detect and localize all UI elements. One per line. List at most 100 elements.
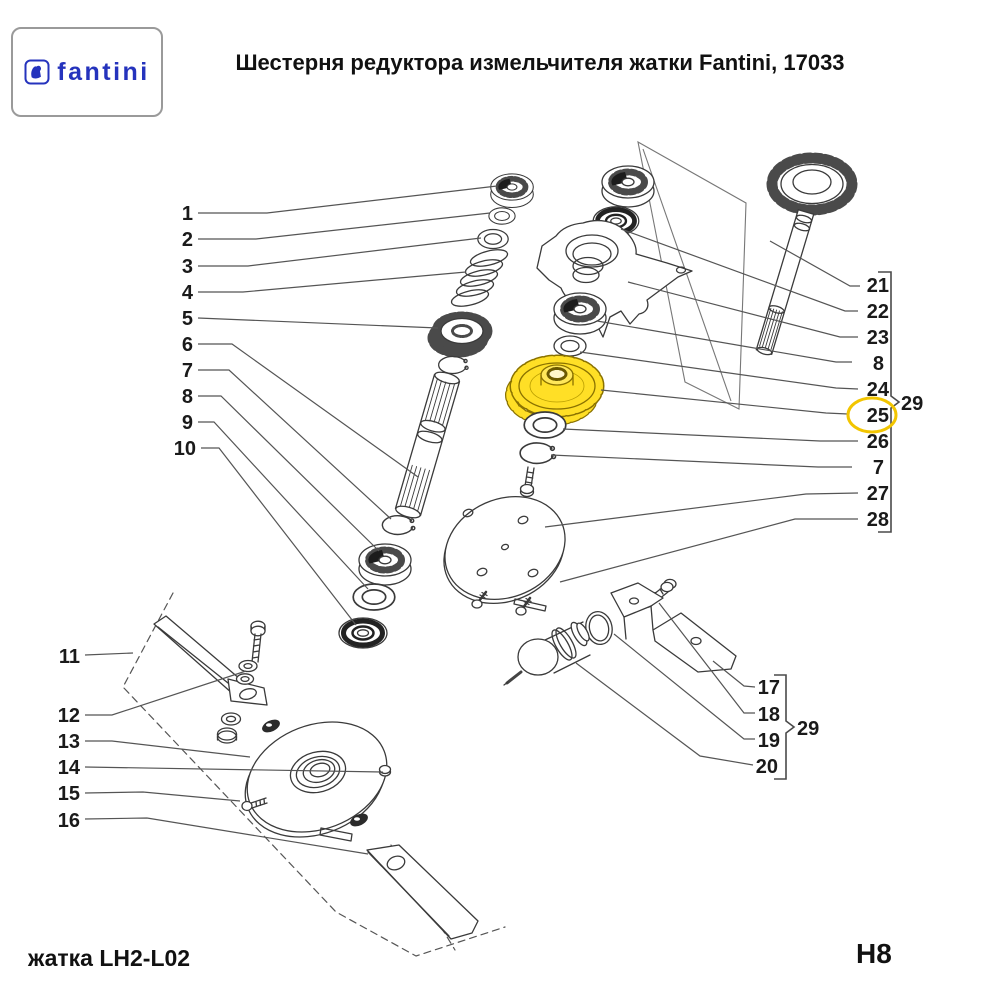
group-bracket-29-lower (774, 674, 796, 780)
leader-line-12 (85, 670, 247, 716)
callout-8: 8 (182, 386, 193, 408)
leader-line-20 (575, 662, 754, 766)
washer-26 (523, 411, 567, 439)
callout-18: 18 (758, 704, 780, 726)
callout-29: 29 (901, 393, 923, 415)
ring-9 (352, 583, 396, 611)
washer-24 (553, 335, 587, 357)
leader-line-25 (600, 389, 849, 415)
ball-bearing-8-right (554, 293, 606, 334)
page-code-label: H8 (856, 938, 892, 969)
snap-ring-7 (381, 515, 416, 536)
leader-line-7 (550, 454, 852, 468)
leader-line-3 (198, 237, 482, 267)
callout-12: 12 (58, 705, 80, 727)
leader-line-17 (712, 660, 756, 688)
callout-25: 25 (867, 405, 889, 427)
callout-13: 13 (58, 731, 80, 753)
callout-17: 17 (758, 677, 780, 699)
gear-5 (432, 316, 488, 353)
gearbox-chain-right (443, 166, 693, 616)
rotor-assembly-bottom (122, 592, 506, 957)
spring-4 (450, 249, 509, 307)
fantini-logo-icon (24, 59, 50, 85)
callout-7: 7 (182, 360, 193, 382)
leader-line-27 (544, 492, 859, 528)
callout-2: 2 (182, 229, 193, 251)
leader-line-26 (562, 428, 858, 442)
callout-24: 24 (867, 379, 890, 401)
cover-plate-28 (443, 495, 566, 612)
leader-line-16 (84, 817, 369, 855)
callout-14: 14 (58, 757, 81, 779)
callout-20: 20 (756, 756, 778, 778)
callout-layer: 1234567891011121314151621222382425267272… (58, 185, 923, 855)
leader-line-11 (84, 652, 134, 656)
leader-line-22 (620, 228, 858, 312)
callout-28: 28 (867, 509, 889, 531)
leader-line-1 (198, 185, 498, 214)
leader-line-13 (85, 740, 251, 758)
header-model-label: жатка LH2-L02 (28, 945, 191, 971)
callout-23: 23 (867, 327, 889, 349)
group-bracket-29-upper (878, 271, 901, 533)
bolt-15 (241, 797, 268, 812)
ball-bearing-21-top (602, 166, 654, 207)
seal-ring-10 (339, 618, 387, 648)
cylinder-plug-20 (503, 621, 591, 686)
leader-line-23 (627, 281, 858, 338)
leader-line-5 (197, 317, 439, 329)
leader-line-19 (613, 633, 755, 740)
fantini-logo: fantini (11, 27, 163, 117)
snap-ring-6 (437, 355, 469, 375)
leader-line-4 (198, 271, 467, 293)
gear-25-highlighted (505, 354, 605, 426)
leader-line-18 (658, 602, 755, 714)
callout-15: 15 (58, 783, 80, 805)
leader-line-7 (198, 369, 392, 520)
logo-brand-text: fantini (57, 57, 150, 86)
blade-16 (366, 844, 479, 940)
bracket-17 (610, 582, 737, 673)
leader-line-6 (198, 343, 419, 478)
leader-line-15 (84, 791, 241, 802)
callout-5: 5 (182, 308, 193, 330)
leader-line-24 (579, 351, 859, 390)
leader-line-8 (198, 395, 380, 552)
callout-6: 6 (182, 334, 193, 356)
callout-29: 29 (797, 718, 819, 740)
callout-22: 22 (867, 301, 889, 323)
snap-ring-7-right (519, 442, 557, 465)
callout-3: 3 (182, 256, 193, 278)
leader-line-9 (198, 421, 369, 590)
leader-line-10 (201, 447, 357, 626)
leader-line-21 (769, 240, 860, 287)
leader-line-8 (596, 320, 852, 363)
callout-4: 4 (182, 282, 194, 304)
mount-group-17-20 (503, 578, 737, 686)
leader-line-28 (559, 518, 858, 583)
callout-11: 11 (59, 646, 80, 668)
bolt-under-plate-right (515, 596, 532, 616)
bolt-12-stack (216, 620, 266, 744)
washer-2 (488, 207, 516, 225)
callout-8: 8 (873, 353, 884, 375)
ball-bearing-8 (359, 544, 411, 585)
splined-shaft (394, 371, 461, 519)
ring-3 (477, 228, 509, 250)
leader-line-14 (84, 766, 384, 773)
callout-10: 10 (174, 438, 196, 460)
blade-11 (153, 615, 268, 706)
callout-1: 1 (182, 203, 193, 225)
callout-9: 9 (182, 412, 193, 434)
page-title: Шестерня редуктора измельчителя жатки Fa… (235, 50, 845, 75)
nut-14 (378, 764, 392, 777)
callout-27: 27 (867, 483, 889, 505)
highlight-circle-25 (846, 396, 898, 434)
callout-19: 19 (758, 730, 780, 752)
callout-7: 7 (873, 457, 884, 479)
shaft-parts-chain-left (339, 174, 533, 648)
rotor-plate-13 (244, 719, 388, 842)
